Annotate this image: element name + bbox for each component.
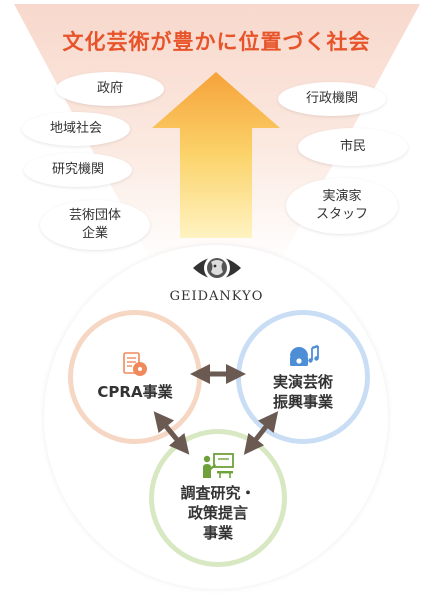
stakeholder-performers-staff: 実演家 スタッフ xyxy=(286,178,398,234)
stakeholder-government: 政府 xyxy=(56,72,164,106)
arts-research-link-arrow xyxy=(243,411,279,455)
fan-music-icon xyxy=(290,344,319,366)
document-disc-icon xyxy=(123,352,147,376)
arts-promotion-label: 実演芸術 振興事業 xyxy=(272,372,333,411)
stakeholder-arts-organizations: 芸術団体 企業 xyxy=(40,200,150,250)
stakeholder-research-institutions: 研究機関 xyxy=(24,153,132,187)
organization-logo-text: GEIDANKYO xyxy=(169,289,264,304)
presentation-board-icon xyxy=(203,452,234,478)
stakeholder-citizens: 市民 xyxy=(298,128,408,166)
stakeholder-community: 地域社会 xyxy=(22,112,130,146)
stakeholder-administrative-agencies: 行政機関 xyxy=(278,82,386,116)
research-policy-label: 調査研究・ 政策提言 事業 xyxy=(180,483,256,543)
up-arrow-icon xyxy=(152,72,280,238)
cpra-program-label: CPRA事業 xyxy=(97,382,173,401)
face-emblem-icon xyxy=(193,255,241,281)
page-title: 文化芸術が豊かに位置づく社会 xyxy=(62,30,371,54)
cpra-research-link-arrow xyxy=(153,411,190,455)
